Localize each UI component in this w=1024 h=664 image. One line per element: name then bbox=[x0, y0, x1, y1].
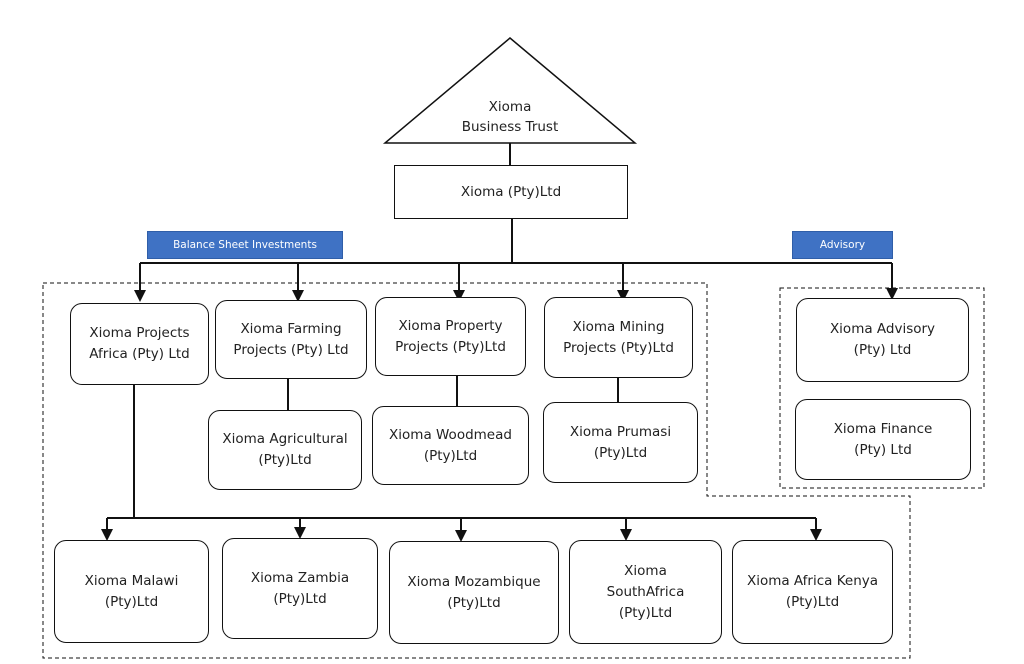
farming-projects-box: Xioma Farming Projects (Pty) Ltd bbox=[215, 300, 367, 379]
south-africa-box: Xioma SouthAfrica (Pty)Ltd bbox=[569, 540, 722, 644]
trust-name: Xioma bbox=[488, 99, 532, 115]
mozambique-box: Xioma Mozambique (Pty)Ltd bbox=[389, 541, 559, 644]
finance-company-box: Xioma Finance (Pty) Ltd bbox=[795, 399, 971, 480]
woodmead-box: Xioma Woodmead (Pty)Ltd bbox=[372, 406, 529, 485]
advisory-company-box: Xioma Advisory (Pty) Ltd bbox=[796, 298, 969, 382]
advisory-group-outline bbox=[779, 287, 985, 489]
trust-label: Xioma Business Trust bbox=[440, 97, 580, 137]
trust-type: Business Trust bbox=[461, 119, 559, 135]
agricultural-box: Xioma Agricultural (Pty)Ltd bbox=[208, 410, 362, 490]
zambia-box: Xioma Zambia (Pty)Ltd bbox=[222, 538, 378, 639]
projects-africa-box: Xioma Projects Africa (Pty) Ltd bbox=[70, 303, 209, 385]
malawi-box: Xioma Malawi (Pty)Ltd bbox=[54, 540, 209, 643]
advisory-banner: Advisory bbox=[792, 231, 893, 259]
mining-projects-box: Xioma Mining Projects (Pty)Ltd bbox=[544, 297, 693, 378]
property-projects-box: Xioma Property Projects (Pty)Ltd bbox=[375, 297, 526, 376]
kenya-box: Xioma Africa Kenya (Pty)Ltd bbox=[732, 540, 893, 644]
holding-company-box: Xioma (Pty)Ltd bbox=[394, 165, 628, 219]
investments-group-outline bbox=[42, 282, 911, 659]
balance-sheet-investments-banner: Balance Sheet Investments bbox=[147, 231, 343, 259]
prumasi-box: Xioma Prumasi (Pty)Ltd bbox=[543, 402, 698, 483]
